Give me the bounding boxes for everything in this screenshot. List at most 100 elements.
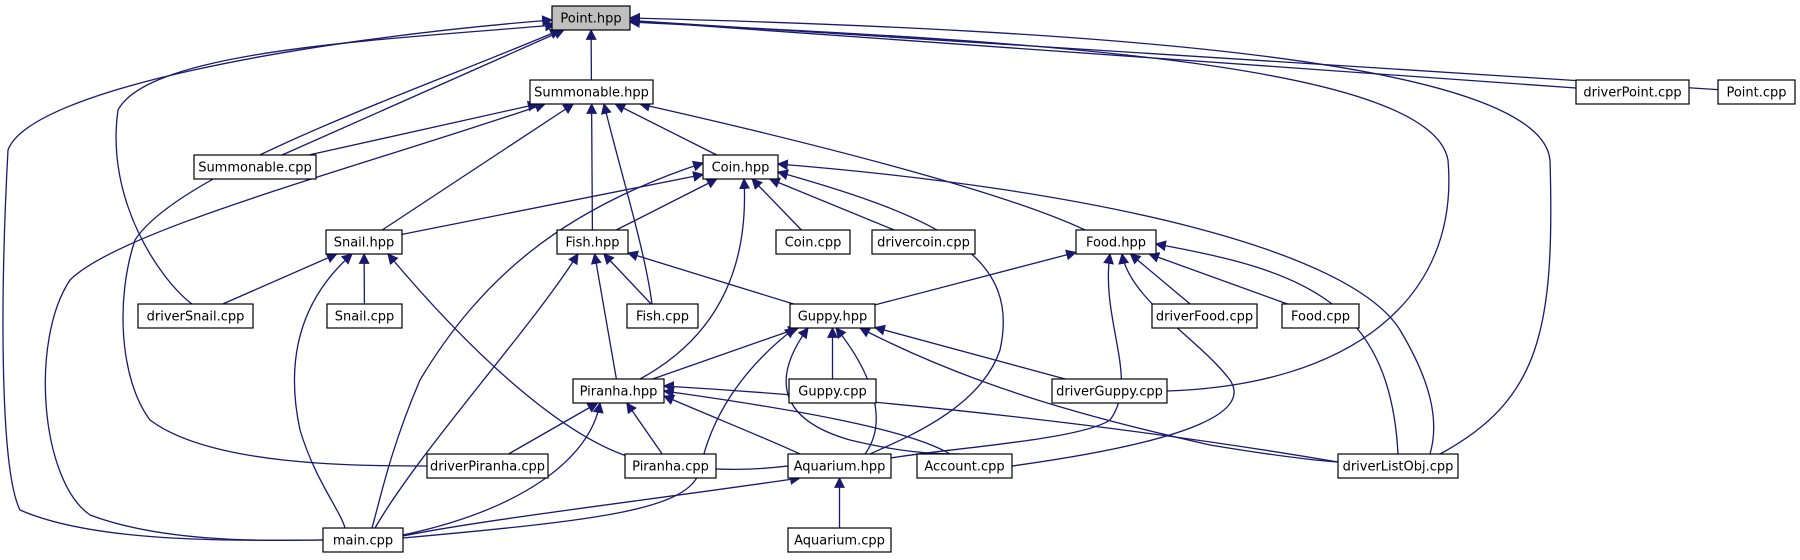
- edge-driverlistobj-cpp-to-coin-hpp: [776, 159, 1435, 455]
- node-snail-hpp[interactable]: Snail.hpp: [325, 229, 403, 255]
- edge-summonable-cpp-to-point-hpp: [281, 28, 565, 156]
- node-label: drivercoin.cpp: [877, 236, 970, 251]
- edge-driverlistobj-cpp-to-point-hpp: [628, 12, 1552, 455]
- node-box: [529, 79, 654, 105]
- edge-account-cpp-to-guppy-hpp: [785, 327, 961, 455]
- node-box: [787, 453, 892, 479]
- edge-fish-hpp-to-summonable-hpp: [586, 102, 598, 231]
- edge-snail-hpp-to-coin-hpp: [401, 171, 705, 236]
- node-box: [326, 303, 403, 329]
- node-driverlistobj-cpp[interactable]: driverListObj.cpp: [1337, 453, 1459, 479]
- node-drivercoin-cpp[interactable]: drivercoin.cpp: [871, 229, 976, 255]
- node-label: Guppy.cpp: [798, 385, 866, 400]
- node-fish-cpp[interactable]: Fish.cpp: [626, 303, 699, 329]
- node-box: [916, 453, 1013, 479]
- node-box: [193, 154, 317, 180]
- node-guppy-hpp[interactable]: Guppy.hpp: [789, 303, 876, 329]
- node-box: [702, 154, 779, 180]
- node-summonable-cpp[interactable]: Summonable.cpp: [193, 154, 317, 180]
- node-coin-cpp[interactable]: Coin.cpp: [775, 229, 851, 255]
- node-label: Point.hpp: [560, 12, 621, 27]
- node-box: [789, 303, 876, 329]
- node-box: [1717, 79, 1796, 105]
- node-point-hpp[interactable]: Point.hpp: [551, 5, 631, 31]
- node-box: [572, 378, 665, 404]
- edge-fish-hpp-to-coin-hpp: [615, 178, 718, 231]
- edge-piranha-hpp-to-coin-hpp: [639, 177, 751, 380]
- edge-driverlistobj-cpp-to-guppy-hpp: [859, 327, 1339, 463]
- node-box: [775, 229, 851, 255]
- node-piranha-hpp[interactable]: Piranha.hpp: [572, 378, 665, 404]
- node-label: driverSnail.cpp: [147, 310, 245, 325]
- edge-main-cpp-to-coin-hpp: [371, 160, 705, 529]
- edge-guppy-hpp-to-fish-hpp: [626, 250, 794, 305]
- node-aquarium-hpp[interactable]: Aquarium.hpp: [787, 453, 892, 479]
- node-label: Fish.hpp: [565, 236, 619, 251]
- node-driverfood-cpp[interactable]: driverFood.cpp: [1151, 303, 1258, 329]
- node-driverguppy-cpp[interactable]: driverGuppy.cpp: [1051, 378, 1168, 404]
- edge-piranha-hpp-to-guppy-hpp: [652, 326, 800, 380]
- node-label: Point.cpp: [1726, 86, 1786, 101]
- edge-main-cpp-to-point-hpp: [2, 15, 554, 541]
- node-box: [788, 378, 877, 404]
- node-box: [787, 527, 892, 553]
- node-box: [325, 229, 403, 255]
- node-label: Summonable.hpp: [534, 86, 649, 101]
- node-driversnail-cpp[interactable]: driverSnail.cpp: [137, 303, 254, 329]
- node-summonable-hpp[interactable]: Summonable.hpp: [529, 79, 654, 105]
- edge-piranha-cpp-to-piranha-hpp: [626, 402, 663, 455]
- edge-food-cpp-to-food-hpp: [1148, 252, 1288, 305]
- edge-account-cpp-to-piranha-hpp: [662, 386, 951, 455]
- edge-food-hpp-to-summonable-hpp: [638, 100, 1086, 231]
- node-label: driverFood.cpp: [1156, 310, 1253, 325]
- node-coin-hpp[interactable]: Coin.hpp: [702, 154, 779, 180]
- edge-coin-cpp-to-coin-hpp: [751, 178, 802, 231]
- node-label: Food.cpp: [1291, 310, 1350, 325]
- edge-driverpoint-cpp-to-point-hpp: [628, 16, 1577, 89]
- edge-main-cpp-to-snail-hpp: [293, 253, 353, 529]
- edge-aquarium-hpp-to-coin-hpp: [776, 169, 1004, 455]
- node-account-cpp[interactable]: Account.cpp: [916, 453, 1013, 479]
- node-box: [137, 303, 254, 329]
- node-main-cpp[interactable]: main.cpp: [322, 527, 404, 553]
- edge-driversnail-cpp-to-snail-hpp: [222, 252, 338, 305]
- node-box: [1051, 378, 1168, 404]
- node-food-cpp[interactable]: Food.cpp: [1281, 303, 1360, 329]
- node-label: Piranha.hpp: [580, 385, 658, 400]
- edge-drivercoin-cpp-to-coin-hpp: [768, 177, 895, 231]
- node-driverpoint-cpp[interactable]: driverPoint.cpp: [1575, 79, 1690, 105]
- node-box: [1281, 303, 1360, 329]
- edge-driverpiranha-cpp-to-piranha-hpp: [508, 402, 599, 455]
- node-label: Summonable.cpp: [198, 161, 312, 176]
- node-aquarium-cpp[interactable]: Aquarium.cpp: [787, 527, 892, 553]
- node-label: driverGuppy.cpp: [1056, 385, 1163, 400]
- node-fish-hpp[interactable]: Fish.hpp: [556, 229, 629, 255]
- edge-main-cpp-to-piranha-hpp: [402, 401, 604, 536]
- node-label: Snail.cpp: [335, 310, 394, 325]
- node-snail-cpp[interactable]: Snail.cpp: [326, 303, 403, 329]
- edge-driverguppy-cpp-to-guppy-hpp: [873, 324, 1066, 380]
- edge-point-cpp-to-point-hpp: [628, 15, 1719, 91]
- node-box: [626, 303, 699, 329]
- node-point-cpp[interactable]: Point.cpp: [1717, 79, 1796, 105]
- node-box: [1151, 303, 1258, 329]
- node-label: Piranha.cpp: [632, 460, 709, 475]
- node-food-hpp[interactable]: Food.hpp: [1075, 229, 1157, 255]
- edge-summonable-cpp-to-summonable-hpp: [308, 100, 539, 156]
- edge-aquarium-hpp-to-snail-hpp: [387, 253, 789, 471]
- node-box: [871, 229, 976, 255]
- edge-driverlistobj-cpp-to-food-hpp: [1154, 240, 1399, 455]
- node-guppy-cpp[interactable]: Guppy.cpp: [788, 378, 877, 404]
- edge-account-cpp-to-food-hpp: [1011, 252, 1235, 467]
- node-label: driverPiranha.cpp: [430, 460, 545, 475]
- edge-driversnail-cpp-to-point-hpp: [115, 20, 557, 305]
- edge-snail-hpp-to-summonable-hpp: [381, 103, 575, 231]
- edge-driverlistobj-cpp-to-piranha-hpp: [662, 381, 1339, 463]
- node-piranha-cpp[interactable]: Piranha.cpp: [624, 453, 717, 479]
- node-box: [624, 453, 717, 479]
- edge-driverpiranha-cpp-to-point-hpp: [122, 28, 562, 467]
- node-label: driverPoint.cpp: [1583, 86, 1681, 101]
- node-driverpiranha-cpp[interactable]: driverPiranha.cpp: [426, 453, 549, 479]
